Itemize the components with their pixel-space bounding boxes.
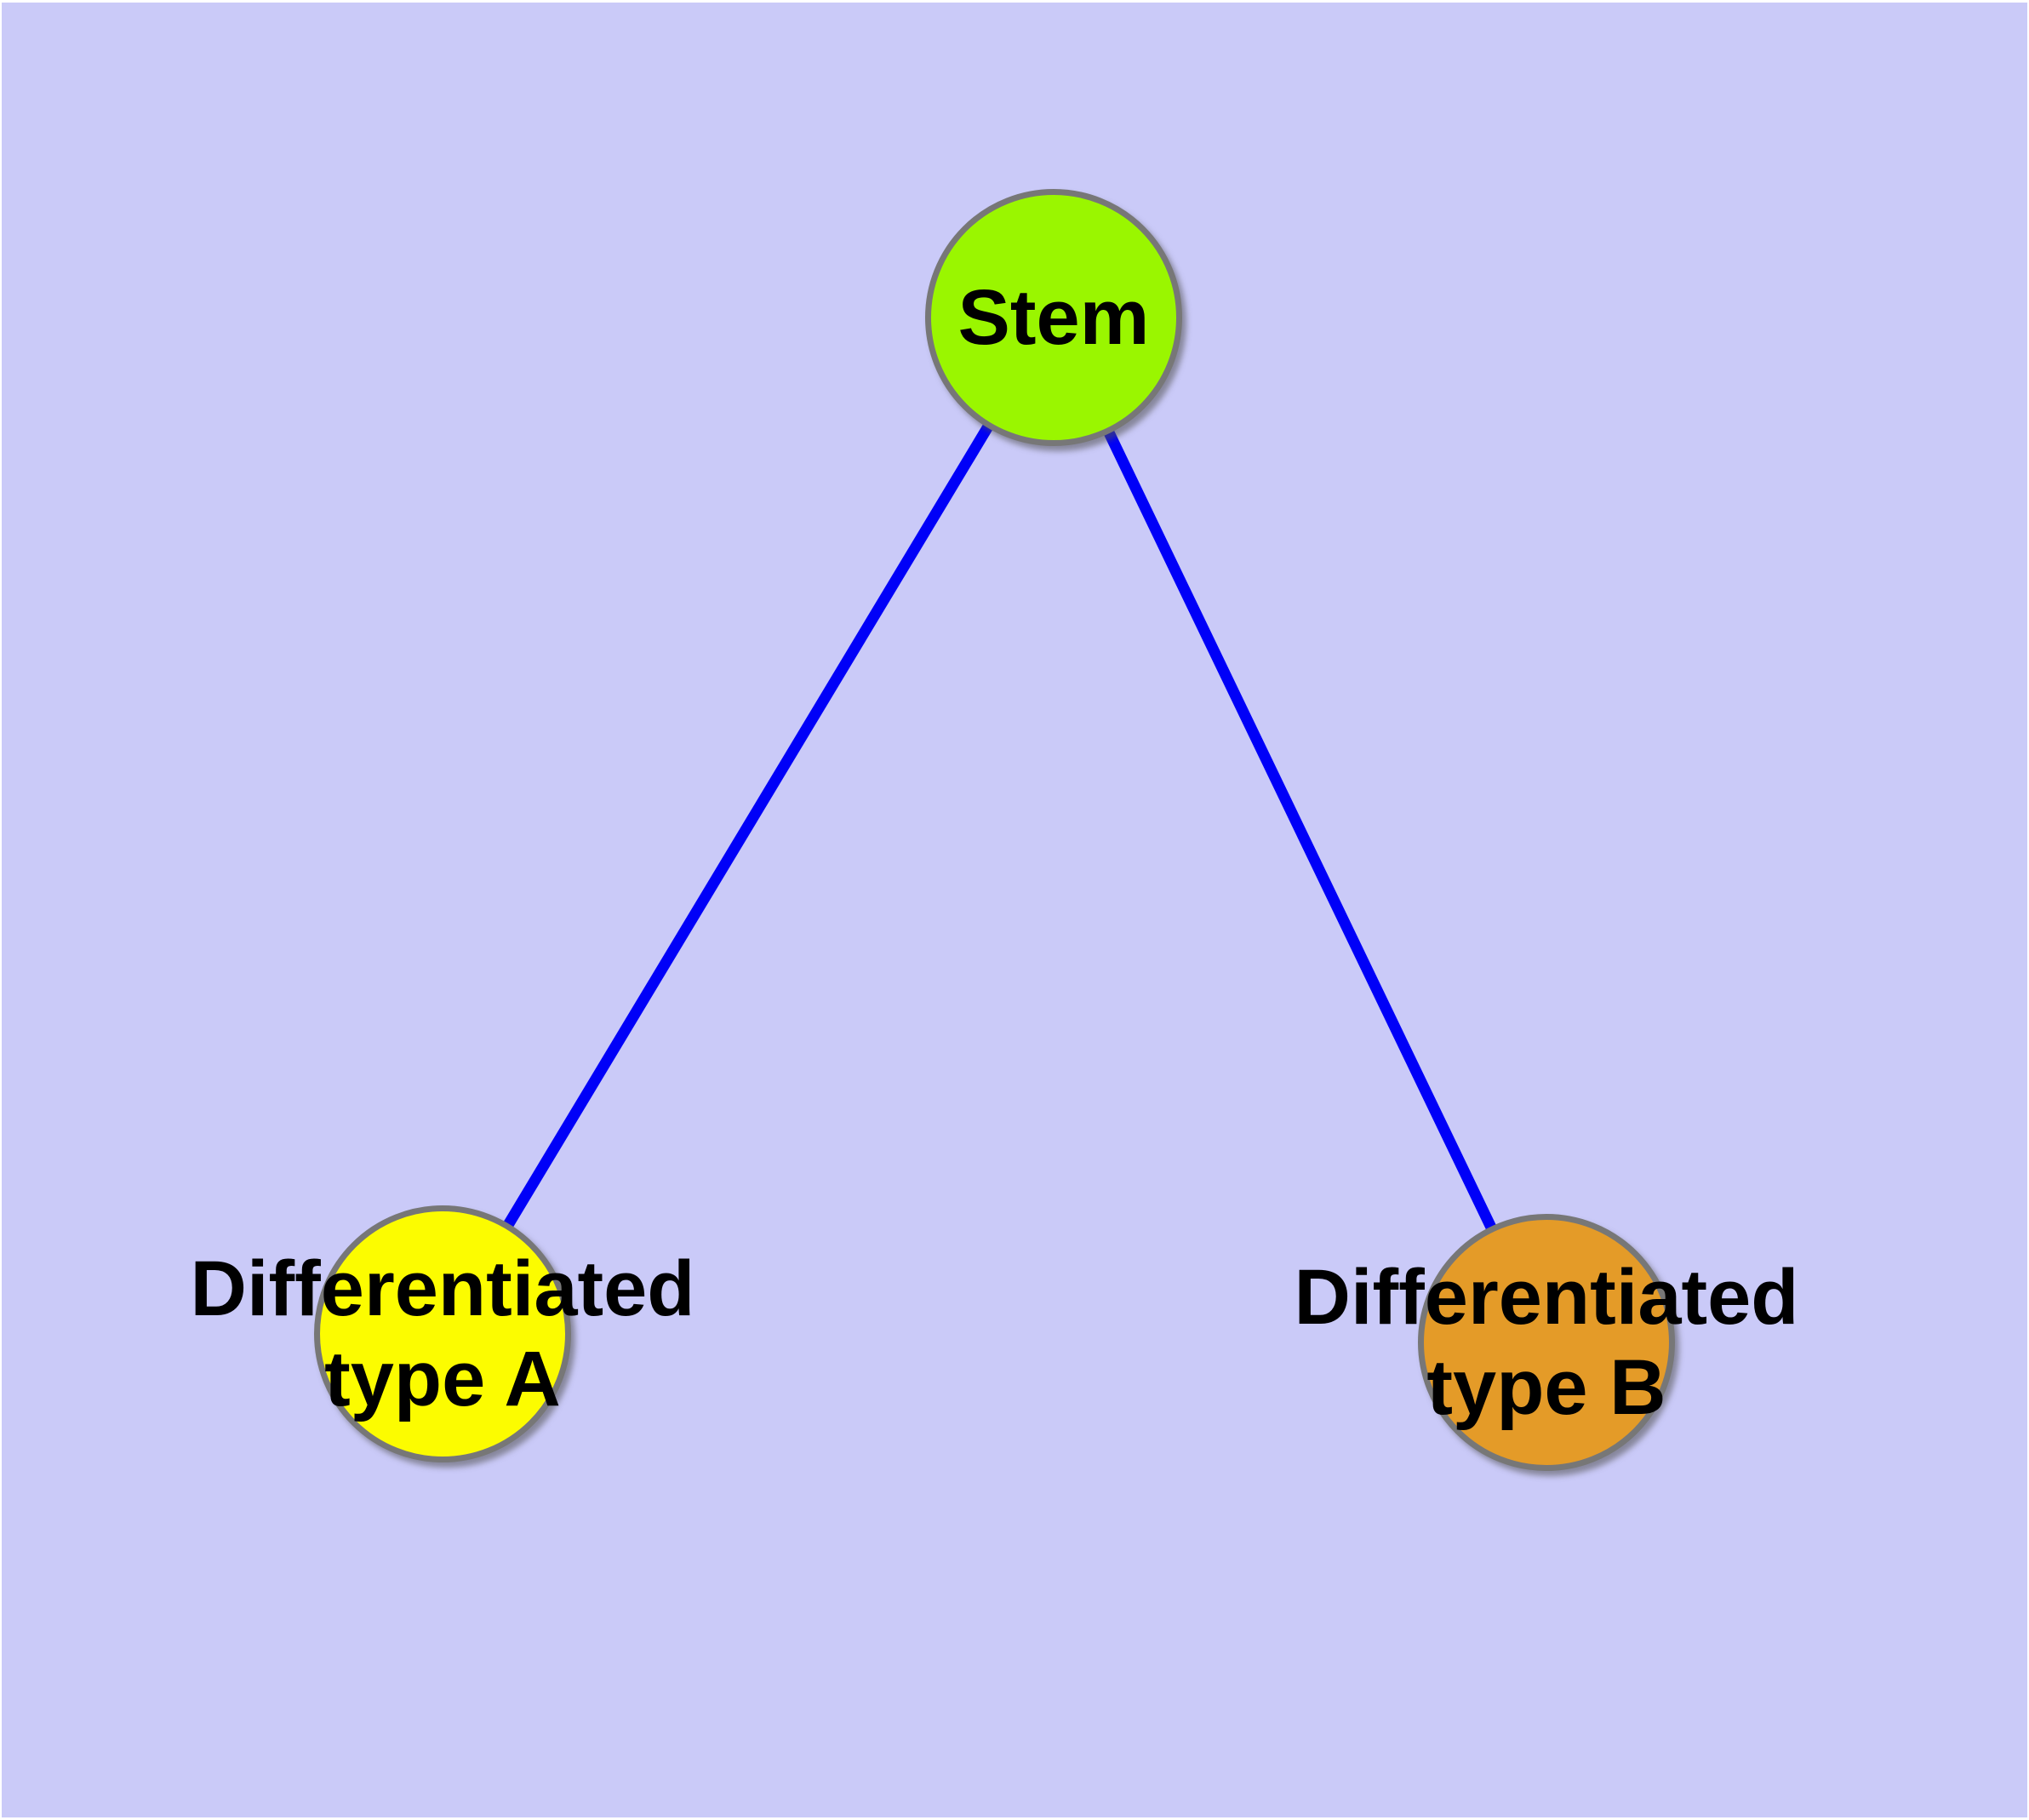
edges-layer — [437, 314, 1552, 1345]
node-stem-circle[interactable] — [925, 189, 1182, 446]
diagram-canvas: Stem Differentiated type A Differentiate… — [2, 3, 2027, 1817]
node-differentiated-type-a-label: Differentiated type A — [190, 1245, 695, 1422]
node-differentiated-type-b-label: Differentiated type B — [1294, 1254, 1799, 1431]
edge-stem-typeA — [437, 314, 1059, 1337]
node-differentiated-type-b-circle[interactable] — [1418, 1214, 1675, 1471]
edge-stem-typeB — [1049, 315, 1552, 1345]
node-differentiated-type-a-circle[interactable] — [314, 1205, 571, 1462]
node-stem-label: Stem — [957, 274, 1150, 361]
